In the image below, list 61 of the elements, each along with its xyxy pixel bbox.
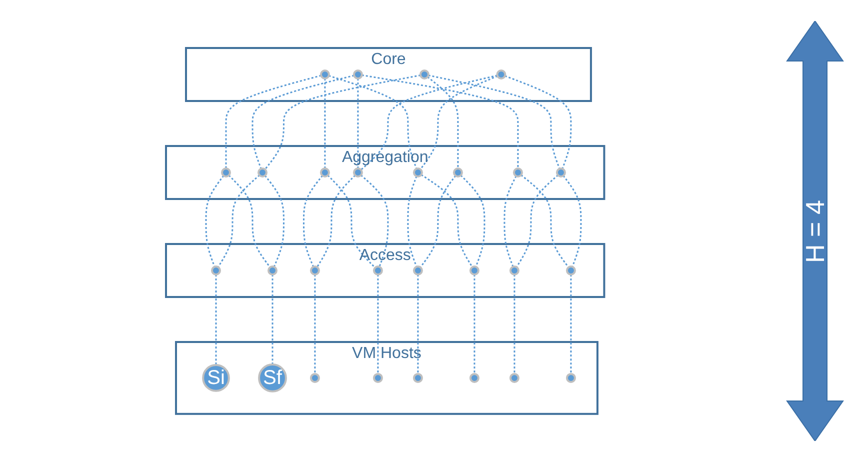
node-circle — [257, 168, 268, 178]
connector — [324, 78, 326, 169]
node-circle — [372, 373, 383, 383]
node-circle — [352, 168, 363, 178]
node-circle — [509, 266, 520, 276]
connector — [504, 176, 517, 268]
node-circle — [566, 266, 576, 276]
connector — [420, 75, 498, 170]
node-circle — [267, 266, 278, 276]
connector — [217, 174, 260, 268]
connector — [215, 274, 217, 366]
connector — [357, 78, 359, 169]
connector — [520, 174, 570, 268]
node-circle — [556, 168, 566, 178]
connector — [228, 174, 271, 268]
node-circle — [320, 168, 330, 178]
connector — [428, 74, 560, 170]
connector — [272, 274, 274, 365]
connector — [362, 74, 519, 169]
node-circle — [310, 373, 320, 383]
connector — [514, 274, 516, 374]
node-circle — [452, 168, 463, 178]
node-circle — [512, 168, 523, 178]
connector — [460, 174, 486, 268]
connector — [420, 174, 473, 268]
node-circle — [469, 373, 480, 383]
connector — [360, 74, 498, 170]
node-circle — [352, 70, 363, 80]
connector — [252, 74, 354, 170]
connector — [327, 174, 376, 268]
connector — [570, 274, 572, 374]
node-circle — [210, 266, 221, 276]
node-circle — [220, 168, 231, 178]
node-circle — [469, 266, 480, 276]
height-label: H = 4 — [800, 200, 830, 262]
connector — [225, 74, 322, 169]
node-circle — [419, 70, 430, 80]
connector — [314, 274, 316, 374]
node-circle: Si — [202, 364, 230, 392]
connector — [264, 175, 284, 268]
connector — [264, 74, 421, 170]
connector — [316, 174, 356, 268]
connector — [420, 175, 456, 268]
node-circle — [372, 266, 383, 276]
connector — [427, 76, 459, 169]
connector — [360, 174, 389, 268]
node-circle — [320, 70, 330, 80]
node-circle — [509, 373, 520, 383]
connector — [504, 75, 572, 170]
node-circle — [566, 373, 576, 383]
node-circle: Sf — [258, 364, 287, 392]
node-circle — [412, 373, 423, 383]
node-circle — [496, 70, 506, 80]
connector — [417, 274, 419, 374]
connector — [516, 174, 558, 268]
node-circle — [412, 266, 423, 276]
node-circle — [310, 266, 320, 276]
connector — [377, 274, 379, 374]
node-circle — [412, 168, 423, 178]
connector — [302, 175, 323, 268]
connector — [474, 274, 476, 374]
